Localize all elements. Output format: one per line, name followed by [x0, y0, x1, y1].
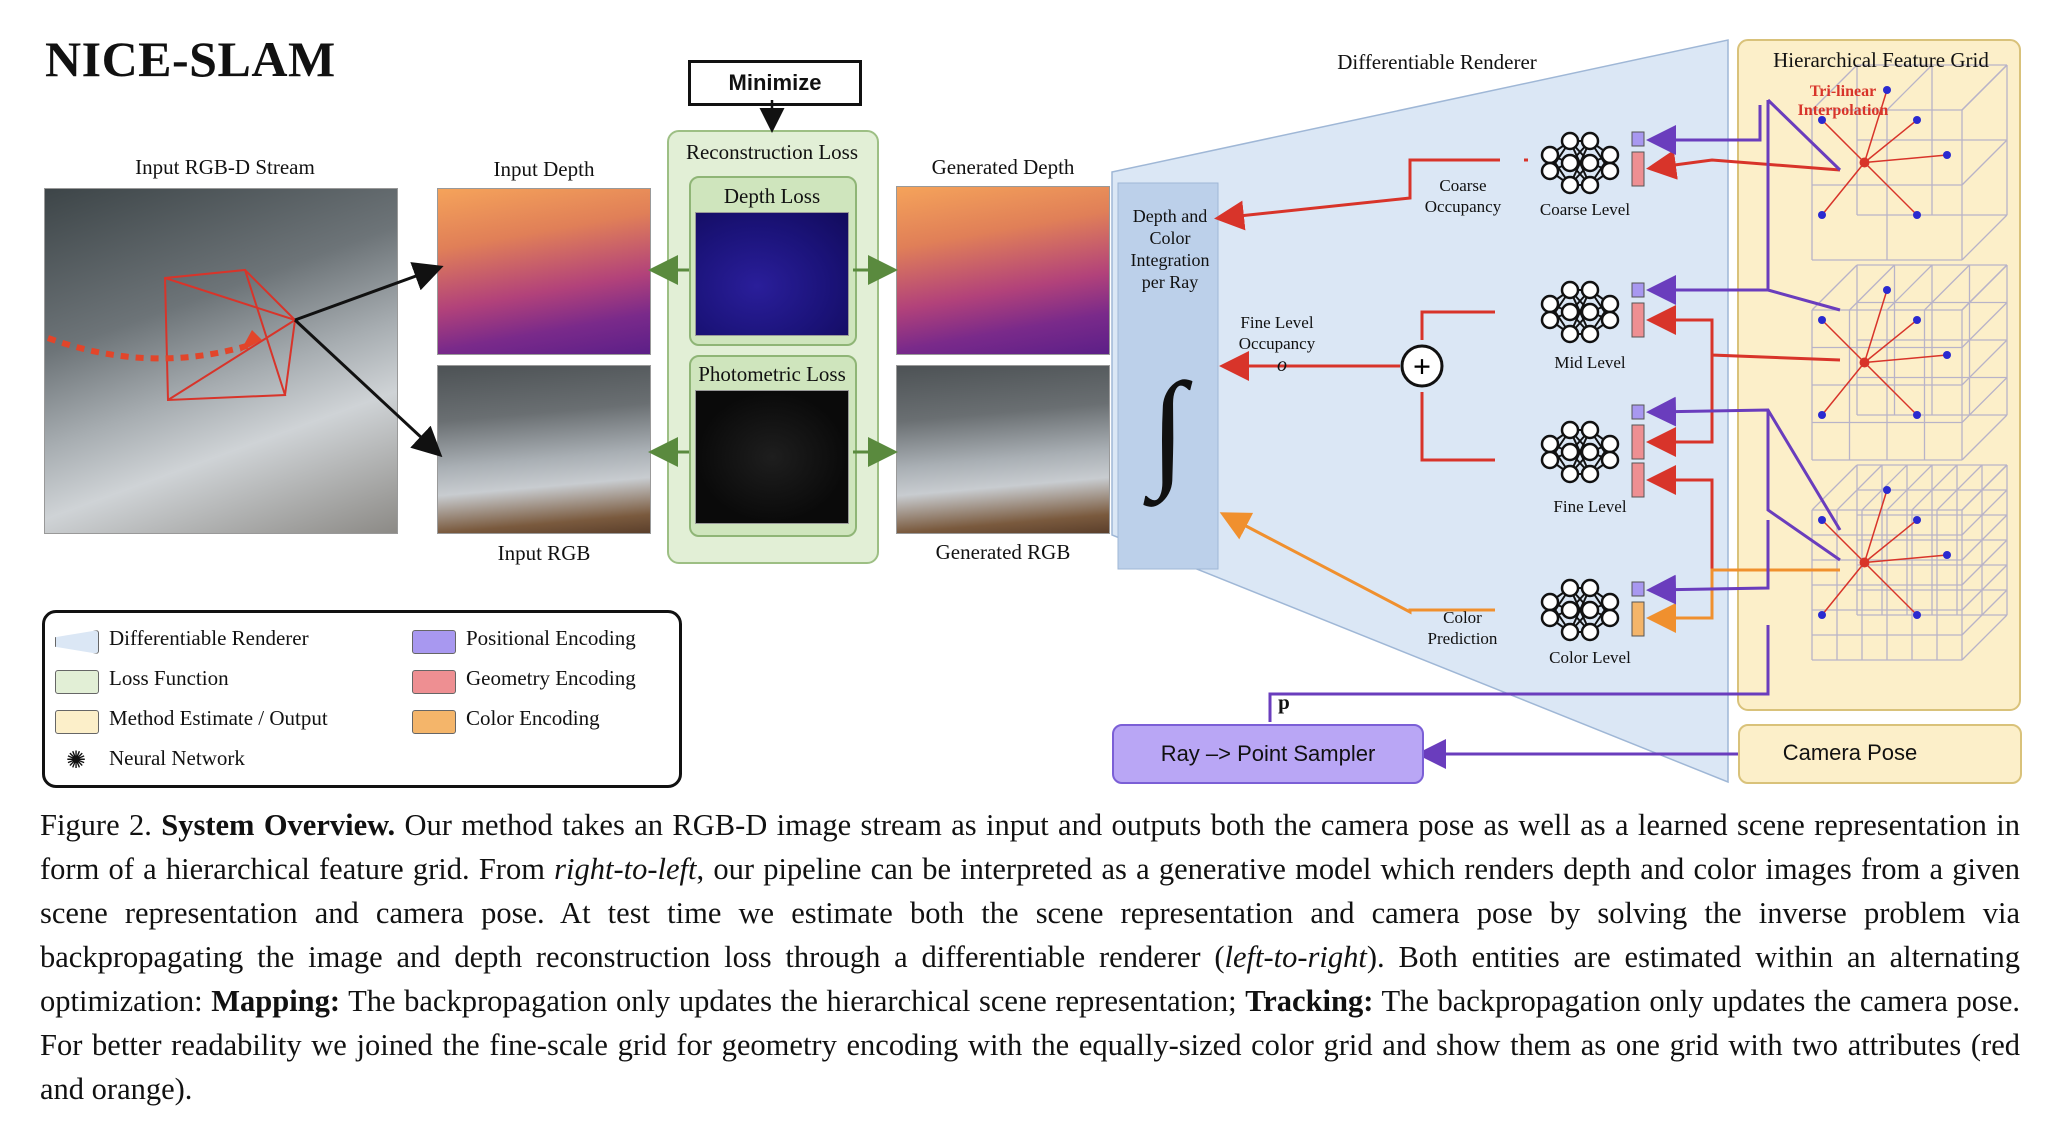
legend-label-2: Method Estimate / Output: [109, 706, 328, 730]
grid-cube-2: [1811, 464, 2008, 661]
legend-swatch-3: ✺: [55, 749, 97, 773]
caption-italic2: left-to-right: [1224, 940, 1367, 974]
figure-title: NICE-SLAM: [45, 31, 336, 87]
caption-prefix: Figure 2.: [40, 808, 162, 842]
renderer-label: Differentiable Renderer: [1337, 50, 1537, 74]
grid-panel: [1737, 39, 2021, 711]
legend-label-5: Geometry Encoding: [466, 666, 636, 690]
to-depth-arrow: [294, 262, 444, 322]
neural-network-icon-0: [1540, 131, 1620, 195]
input-stream-label: Input RGB-D Stream: [135, 155, 315, 179]
photometric-loss-label: Photometric Loss: [698, 362, 846, 386]
caption-part2: , our pipeline can be interpreted as a g…: [40, 852, 2020, 974]
neural-network-icon-1: [1540, 280, 1620, 344]
legend-label-1: Loss Function: [109, 666, 229, 690]
caption-part1: Our method takes an RGB-D image stream a…: [40, 808, 2020, 886]
legend-swatch-2: [55, 710, 99, 734]
legend-swatch-6: [412, 710, 456, 734]
neural-network-icon-2: [1540, 420, 1620, 484]
trilinear-label: Tri-linear Interpolation: [1797, 83, 1889, 119]
ray-point-sampler: Ray –> Point Sampler: [1112, 724, 1424, 784]
photometric-loss-image: [695, 390, 849, 524]
to-rgb-arrow: [293, 318, 443, 458]
mid-level-label: Mid Level: [1554, 353, 1626, 372]
input-depth-label: Input Depth: [493, 157, 595, 181]
caption-italic1: right-to-left: [554, 852, 697, 886]
figure-caption: Figure 2. System Overview. Our method ta…: [40, 803, 2020, 1111]
grid-cube-0: [1811, 64, 2008, 261]
legend-swatch-1: [55, 670, 99, 694]
legend-swatch-4: [412, 630, 456, 654]
caption-bold-tracking: Tracking:: [1245, 984, 1374, 1018]
depth-loss-label: Depth Loss: [723, 184, 821, 208]
fine-level-occupancy-label: Fine Level Occupancy: [1238, 313, 1316, 353]
legend-label-4: Positional Encoding: [466, 626, 636, 650]
camera-pose-label: Camera Pose: [1782, 740, 1918, 765]
generated-depth-label: Generated Depth: [931, 155, 1075, 179]
input-rgb-label: Input RGB: [497, 541, 591, 565]
svg-text:+: +: [1413, 348, 1431, 384]
legend-box: [42, 610, 682, 788]
depth-loss-image: [695, 212, 849, 336]
p-label: p: [1278, 690, 1290, 714]
caption-part5: The backpropagation only updates the cam…: [40, 984, 2020, 1106]
legend-swatch-5: [412, 670, 456, 694]
integration-label: Depth and Color Integration per Ray: [1130, 206, 1210, 292]
pipeline-diagram: ∫ +: [46, 39, 2021, 784]
sum-node: [1400, 344, 1444, 388]
caption-part3: ). Both entities are estimated within an…: [40, 940, 2020, 1018]
camera-pose-box: [1738, 724, 2022, 784]
camera-frustum: [46, 268, 296, 402]
grid-title: Hierarchical Feature Grid: [1773, 48, 1989, 72]
caption-part4: The backpropagation only updates the hie…: [340, 984, 1246, 1018]
minimize-box: Minimize: [688, 60, 862, 106]
integration-column: [1117, 182, 1219, 570]
integral-symbol: ∫: [1142, 357, 1192, 507]
generated-rgb-label: Generated RGB: [935, 540, 1071, 564]
legend-label-6: Color Encoding: [466, 706, 600, 730]
color-prediction-label: Color Prediction: [1427, 608, 1498, 648]
neural-network-icon-3: [1540, 578, 1620, 642]
caption-bold-title: System Overview.: [161, 808, 396, 842]
encoding-bars: [1631, 131, 1645, 637]
color-level-label: Color Level: [1549, 648, 1631, 667]
coarse-level-label: Coarse Level: [1539, 200, 1631, 219]
legend-label-3: Neural Network: [109, 746, 245, 770]
fine-level-label: Fine Level: [1553, 497, 1627, 516]
coarse-occupancy-label: Coarse Occupancy: [1424, 176, 1502, 216]
legend-label-0: Differentiable Renderer: [109, 626, 309, 650]
reconstruction-loss-label: Reconstruction Loss: [685, 140, 859, 164]
caption-bold-mapping: Mapping:: [211, 984, 341, 1018]
op-symbol: o: [1277, 354, 1287, 376]
